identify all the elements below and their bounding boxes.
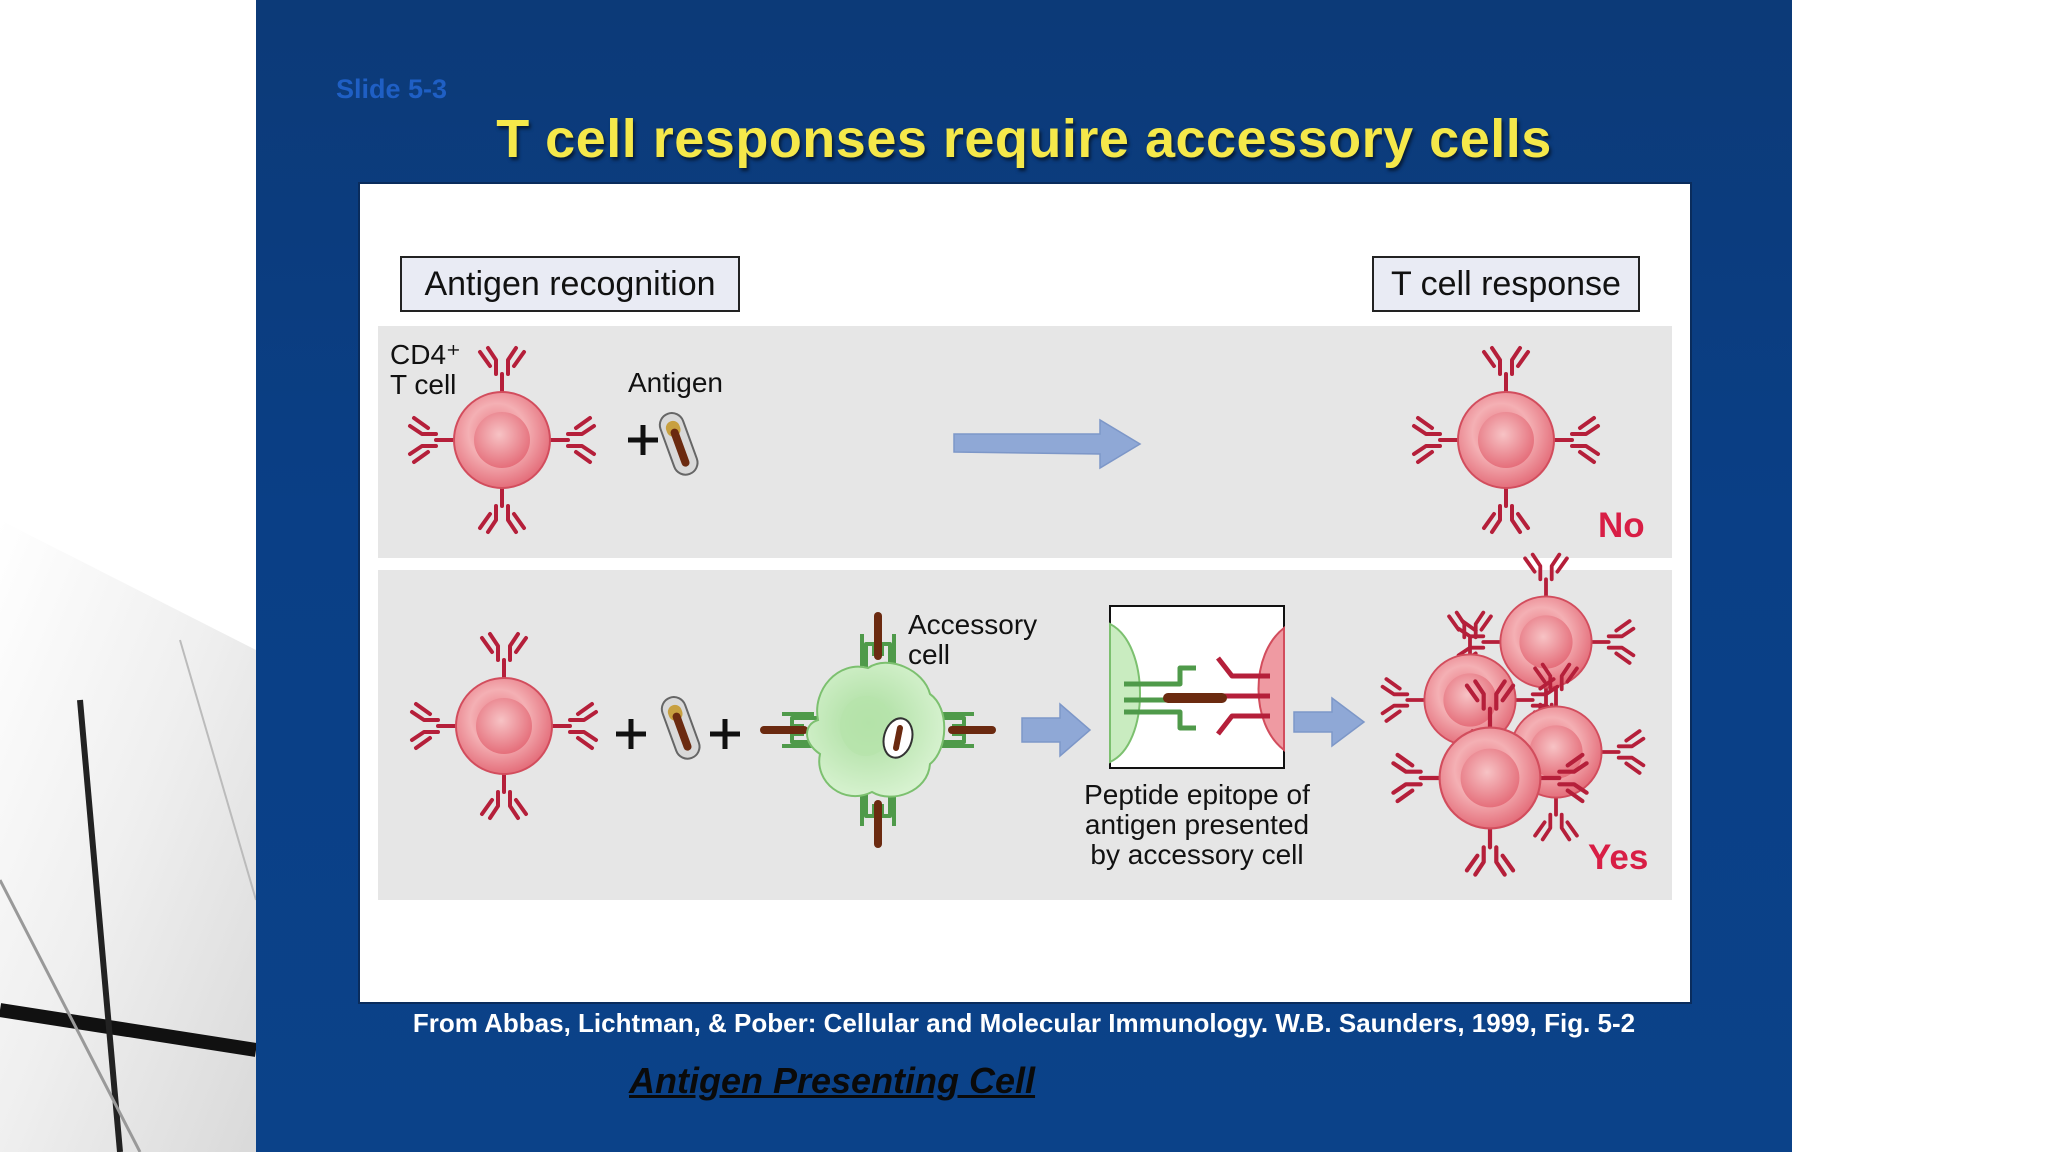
peptide-caption-line1: Peptide epitope of xyxy=(1084,779,1310,810)
antigen-presenting-cell-link[interactable]: Antigen Presenting Cell xyxy=(629,1060,1036,1101)
cd4-label-line2: T cell xyxy=(390,369,457,400)
slide: Slide 5-3 T cell responses require acces… xyxy=(256,0,1792,1152)
peptide-epitope-inset xyxy=(1109,605,1285,769)
accessory-cell-label: Accessory cell xyxy=(908,610,1037,670)
figure-drawing xyxy=(378,326,1672,900)
arrow-row2-a xyxy=(1021,702,1092,758)
figure-citation: From Abbas, Lichtman, & Pober: Cellular … xyxy=(412,1008,1636,1038)
plus-sign-row1 xyxy=(628,425,658,455)
antigen-label: Antigen xyxy=(628,367,723,398)
header-t-cell-response: T cell response xyxy=(1372,256,1640,312)
slide-title: T cell responses require accessory cells xyxy=(496,109,1552,169)
left-background-decoration xyxy=(0,0,256,1152)
plus-sign-row2-b xyxy=(710,719,740,749)
figure-panel: Antigen recognition T cell response CD4⁺… xyxy=(358,182,1692,1004)
peptide-caption-line3: by accessory cell xyxy=(1090,839,1304,870)
peptide-caption-line2: antigen presented xyxy=(1084,809,1310,840)
cd4-label: CD4⁺ T cell xyxy=(390,340,461,400)
header-antigen-recognition: Antigen recognition xyxy=(400,256,740,312)
arrow-row2-b xyxy=(1293,696,1366,748)
accessory-cell xyxy=(764,616,992,844)
peptide-caption: Peptide epitope of antigen presented by … xyxy=(1060,780,1334,870)
accessory-label-line2: cell xyxy=(908,639,951,670)
result-yes: Yes xyxy=(1588,838,1649,877)
cd4-label-line1: CD4⁺ xyxy=(390,339,461,370)
plus-sign-row2-a xyxy=(616,719,646,749)
arrow-row1 xyxy=(953,418,1142,470)
result-no: No xyxy=(1598,506,1645,545)
slide-number: Slide 5-3 xyxy=(336,74,448,104)
accessory-label-line1: Accessory xyxy=(908,609,1038,640)
